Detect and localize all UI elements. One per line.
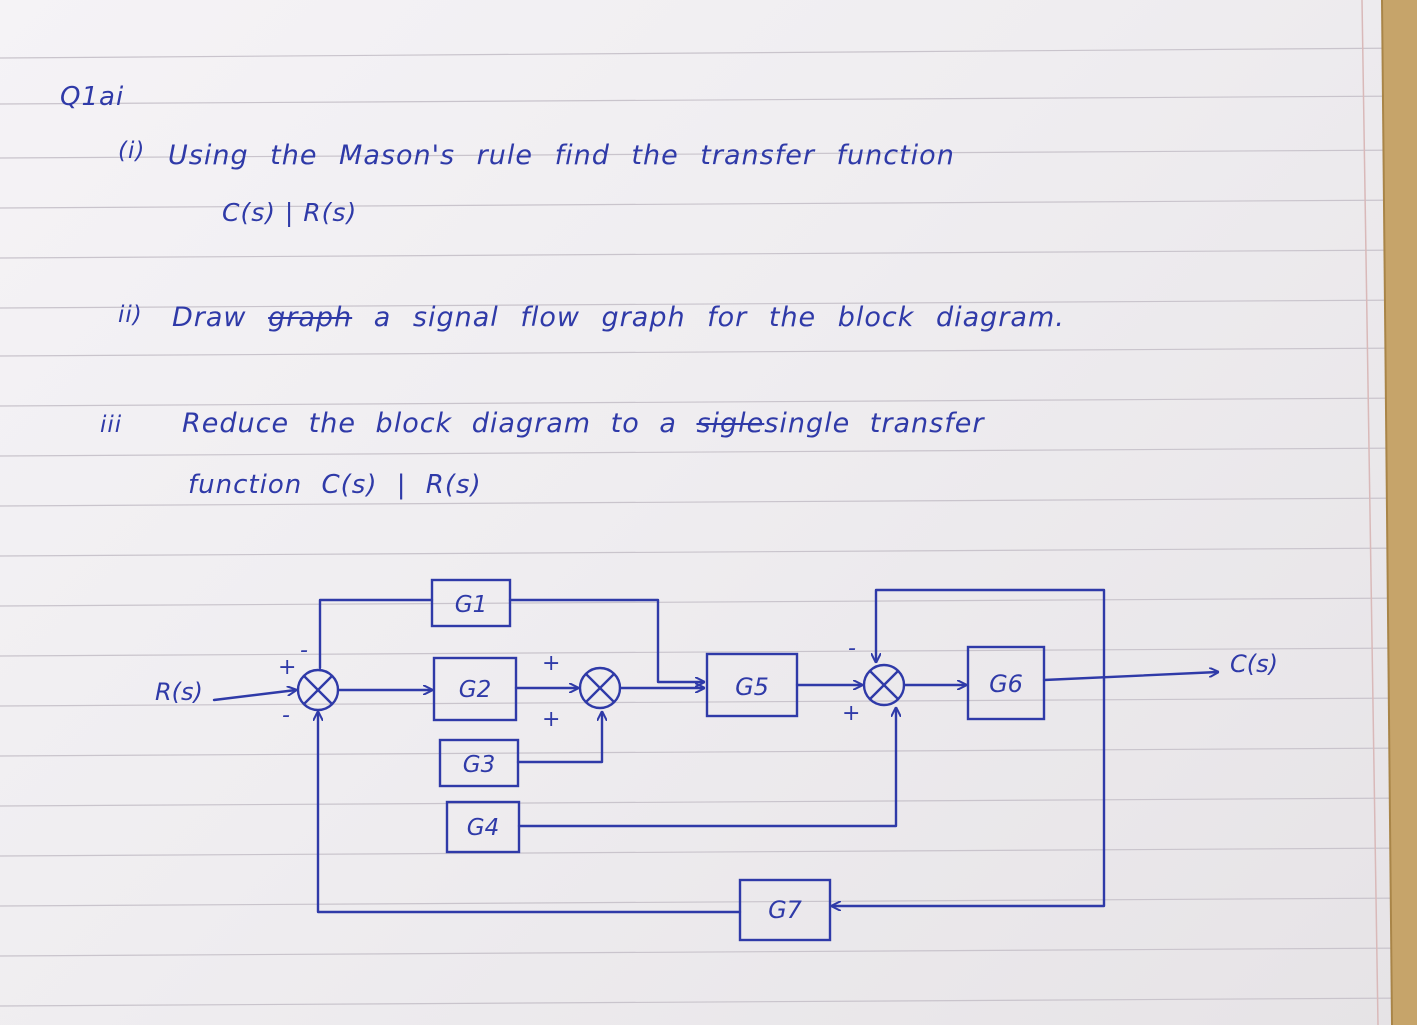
input-label: R(s) bbox=[155, 678, 203, 706]
question-label: Q1ai bbox=[60, 82, 125, 112]
sign-sj3-top: - bbox=[848, 636, 856, 661]
part-ii-pre: Draw bbox=[172, 302, 247, 333]
sign-sj2-top: + bbox=[542, 651, 560, 676]
summing-junction-1 bbox=[296, 668, 340, 712]
part-ii-struck-word: graph bbox=[268, 302, 353, 333]
part-i-text: Using the Mason's rule find the transfer… bbox=[168, 140, 955, 171]
sign-sj1-bottom: - bbox=[282, 703, 290, 728]
output-label: C(s) bbox=[1230, 650, 1278, 678]
part-iii-pre: Reduce the block diagram to a bbox=[182, 408, 677, 439]
signal-paths bbox=[212, 588, 1218, 914]
part-iii-struck-word: sigle bbox=[696, 408, 765, 439]
label-g2: G2 bbox=[459, 677, 491, 703]
part-ii-number: ii) bbox=[118, 302, 143, 328]
label-g7: G7 bbox=[768, 896, 803, 924]
block-g7 bbox=[738, 878, 832, 942]
part-ii-post: a signal flow graph for the block diagra… bbox=[373, 302, 1065, 333]
part-ii-text: Draw graph a signal flow graph for the b… bbox=[172, 302, 1065, 333]
sign-sj3-bottom: + bbox=[842, 701, 860, 726]
summing-junction-3 bbox=[862, 663, 906, 707]
summing-junction-2 bbox=[578, 666, 622, 710]
label-g1: G1 bbox=[455, 592, 487, 618]
block-g1 bbox=[430, 578, 512, 628]
block-g6 bbox=[966, 645, 1046, 721]
label-g3: G3 bbox=[463, 752, 495, 778]
part-i-number: (i) bbox=[118, 138, 146, 164]
label-g5: G5 bbox=[735, 673, 769, 701]
sign-sj2-bottom: + bbox=[542, 707, 560, 732]
label-g4: G4 bbox=[467, 815, 499, 841]
label-g6: G6 bbox=[989, 670, 1023, 698]
part-i-transfer-function: C(s) | R(s) bbox=[222, 198, 358, 227]
sign-sj1-top: - bbox=[300, 638, 308, 663]
part-iii-number: iii bbox=[100, 412, 123, 438]
part-iii-line2: function C(s) | R(s) bbox=[188, 470, 482, 500]
sign-sj1-left: + bbox=[278, 655, 296, 680]
part-iii-post: single transfer bbox=[764, 408, 985, 439]
part-iii-text: Reduce the block diagram to a siglesingl… bbox=[182, 408, 984, 439]
